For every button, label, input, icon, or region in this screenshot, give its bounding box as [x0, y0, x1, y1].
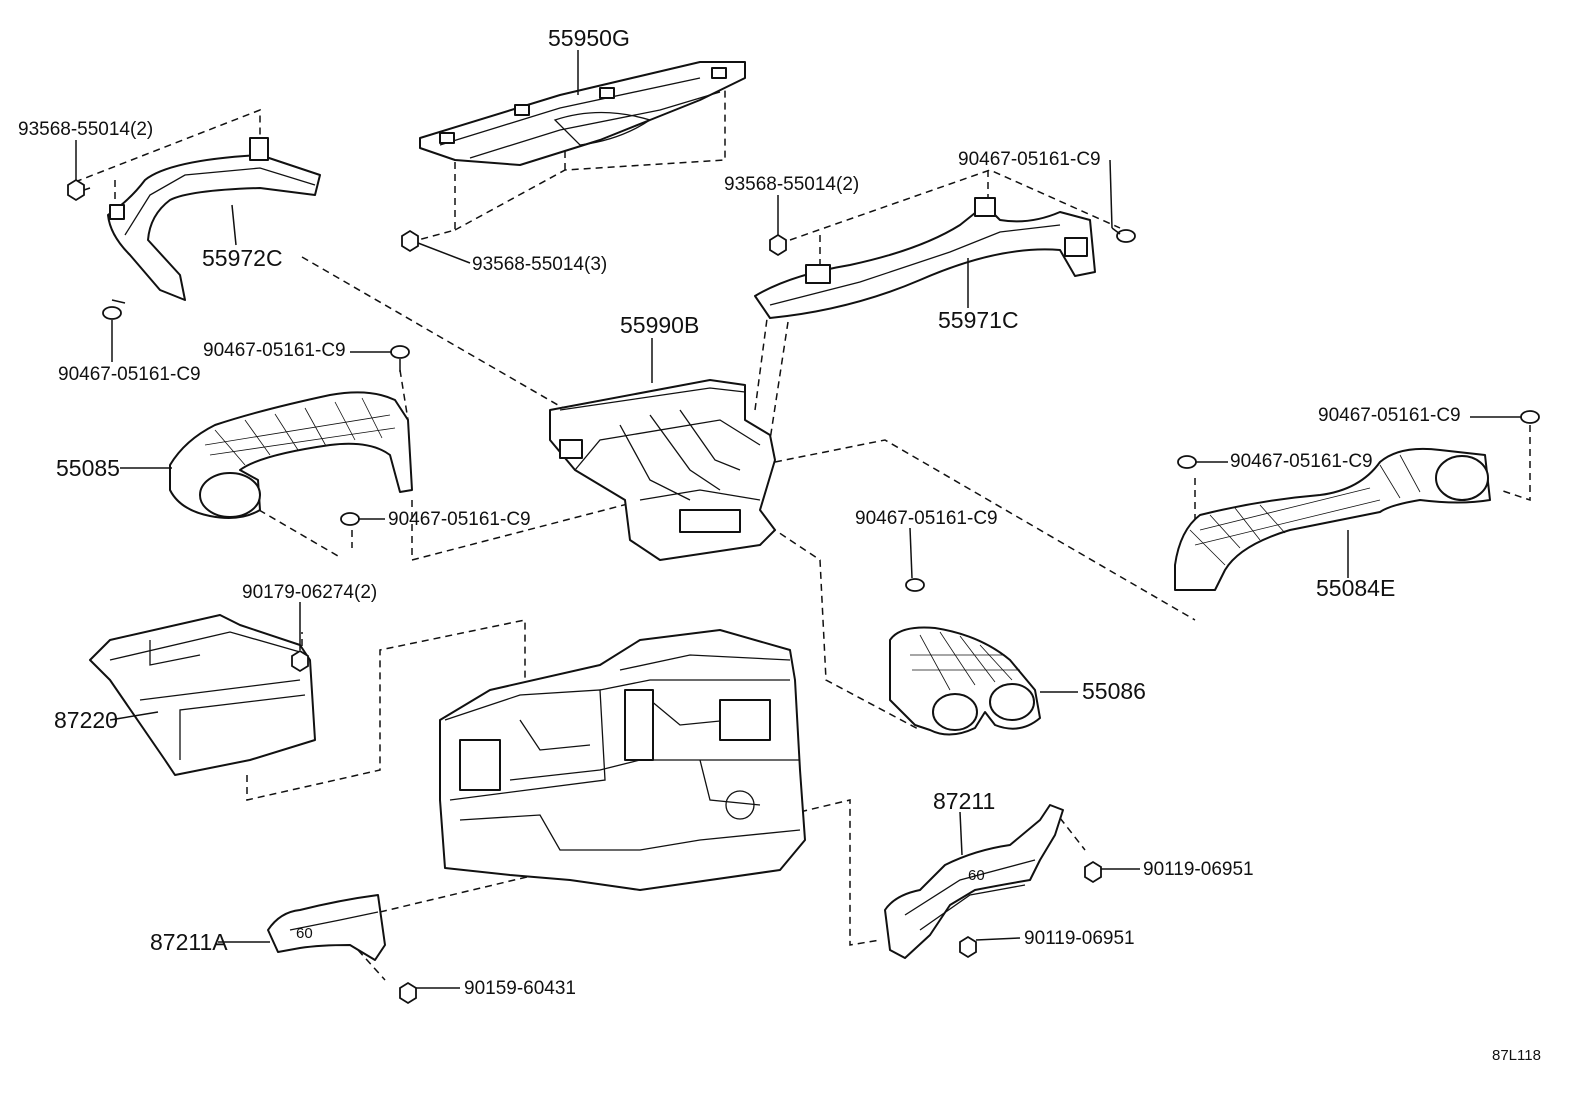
clip-icon	[1111, 227, 1136, 243]
label-55084E: 55084E	[1316, 575, 1395, 601]
fastener-labels: 93568-55014(2) 93568-55014(2) 93568-5501…	[18, 119, 1461, 999]
label-87220: 87220	[54, 707, 118, 733]
bolt-icon	[959, 935, 977, 959]
part-55086-illustration	[889, 626, 1041, 736]
part-labels: 55950G 55972C 55971C 55990B 55085 55084E…	[54, 25, 1395, 955]
label-90467-05161-C9-far-right: 90467-05161-C9	[1318, 405, 1461, 426]
part-55972C-illustration	[107, 137, 321, 301]
label-93568-55014-2-left: 93568-55014(2)	[18, 119, 153, 140]
part-87220-illustration	[89, 614, 316, 776]
label-90467-05161-C9-right: 90467-05161-C9	[1230, 451, 1373, 472]
clip-icon	[102, 299, 126, 320]
label-90119-06951-lower: 90119-06951	[1024, 928, 1135, 949]
heater-unit-illustration	[439, 629, 806, 891]
part-55085-illustration	[169, 391, 413, 519]
bolt-icon	[1084, 860, 1102, 884]
part-55950G-illustration	[419, 61, 746, 166]
label-55990B: 55990B	[620, 312, 699, 338]
svg-text:60: 60	[968, 867, 985, 884]
bolt-icon	[401, 229, 419, 253]
leader-lines	[75, 50, 1521, 989]
svg-text:60: 60	[296, 925, 313, 942]
bolt-icon	[399, 981, 417, 1005]
part-87211A-illustration: 60	[267, 894, 386, 961]
label-90467-05161-C9-top-right: 90467-05161-C9	[958, 149, 1101, 170]
clip-icon	[1177, 455, 1197, 469]
label-93568-55014-3: 93568-55014(3)	[472, 254, 607, 275]
clip-icon	[905, 578, 925, 592]
illustration-code: 87L118	[1492, 1047, 1541, 1064]
label-90159-60431: 90159-60431	[464, 978, 576, 999]
clip-icon	[390, 345, 410, 359]
bolt-icon	[769, 233, 787, 257]
label-55950G: 55950G	[548, 25, 630, 51]
bolt-icon	[67, 178, 91, 202]
label-87211A: 87211A	[150, 929, 228, 955]
label-87211: 87211	[933, 788, 995, 814]
part-87211-illustration: 60	[884, 804, 1064, 959]
label-90179-06274-2: 90179-06274(2)	[242, 582, 377, 603]
label-90119-06951-upper: 90119-06951	[1143, 859, 1254, 880]
part-55084E-illustration	[1174, 447, 1491, 591]
label-90467-05161-C9-center: 90467-05161-C9	[855, 508, 998, 529]
label-55086: 55086	[1082, 678, 1146, 704]
label-55972C: 55972C	[202, 245, 283, 271]
label-93568-55014-2-right: 93568-55014(2)	[724, 174, 859, 195]
part-55990B-illustration	[549, 379, 776, 561]
fastener-shapes	[67, 178, 1540, 1005]
clip-icon	[340, 512, 360, 526]
nut-icon	[291, 649, 309, 673]
label-55085: 55085	[56, 455, 120, 481]
label-90467-05161-C9-lower: 90467-05161-C9	[388, 509, 531, 530]
label-90467-05161-C9-mid: 90467-05161-C9	[203, 340, 346, 361]
label-55971C: 55971C	[938, 307, 1019, 333]
label-90467-05161-C9-left: 90467-05161-C9	[58, 364, 201, 385]
clip-icon	[1520, 410, 1540, 424]
part-55971C-illustration	[754, 197, 1096, 319]
